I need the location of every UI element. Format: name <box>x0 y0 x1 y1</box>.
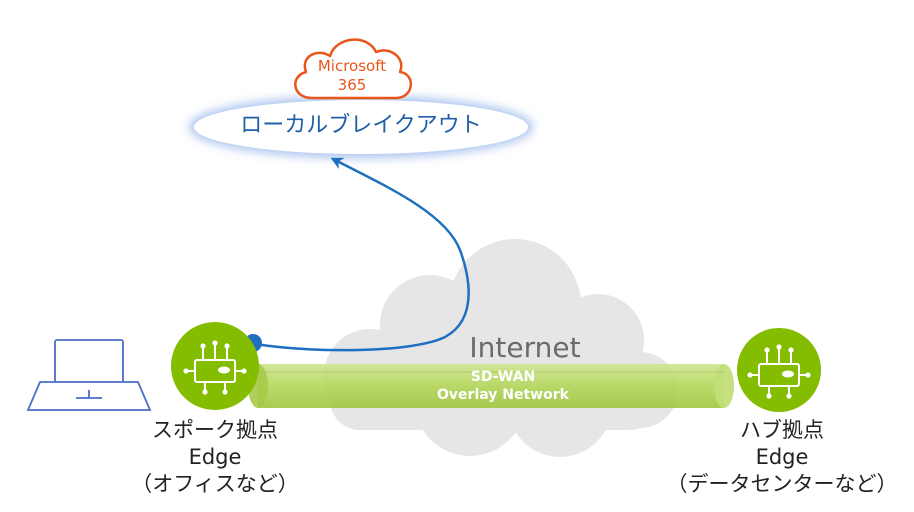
local-breakout-label: ローカルブレイクアウト <box>240 113 482 138</box>
sdwan-line1: SD-WAN <box>470 369 536 385</box>
spoke-label: スポーク拠点 Edge （オフィスなど） <box>110 417 320 498</box>
spoke-edge-label: Edge <box>188 445 242 469</box>
ms-365-label: 365 <box>337 76 367 94</box>
internet-label: Internet <box>469 331 581 364</box>
microsoft-365-label: Microsoft 365 <box>300 57 404 95</box>
hub-site-label: ハブ拠点 <box>740 418 824 442</box>
spoke-note-label: （オフィスなど） <box>131 472 299 496</box>
hub-edge-label: Edge <box>755 445 809 469</box>
sdwan-line2: Overlay Network <box>437 387 569 403</box>
sdwan-label: SD-WAN Overlay Network <box>400 368 606 404</box>
hub-label: ハブ拠点 Edge （データセンターなど） <box>662 417 902 498</box>
local-breakout-ellipse <box>189 96 533 158</box>
hub-edge-device-icon <box>737 328 821 412</box>
hub-note-label: （データセンターなど） <box>666 472 898 496</box>
microsoft-365-cloud-icon <box>294 38 412 100</box>
breakout-arrow-icon <box>254 157 470 352</box>
spoke-edge-device-icon <box>171 322 259 410</box>
spoke-site-label: スポーク拠点 <box>152 418 278 442</box>
microsoft-label: Microsoft <box>317 57 387 75</box>
laptop-icon <box>26 339 152 411</box>
